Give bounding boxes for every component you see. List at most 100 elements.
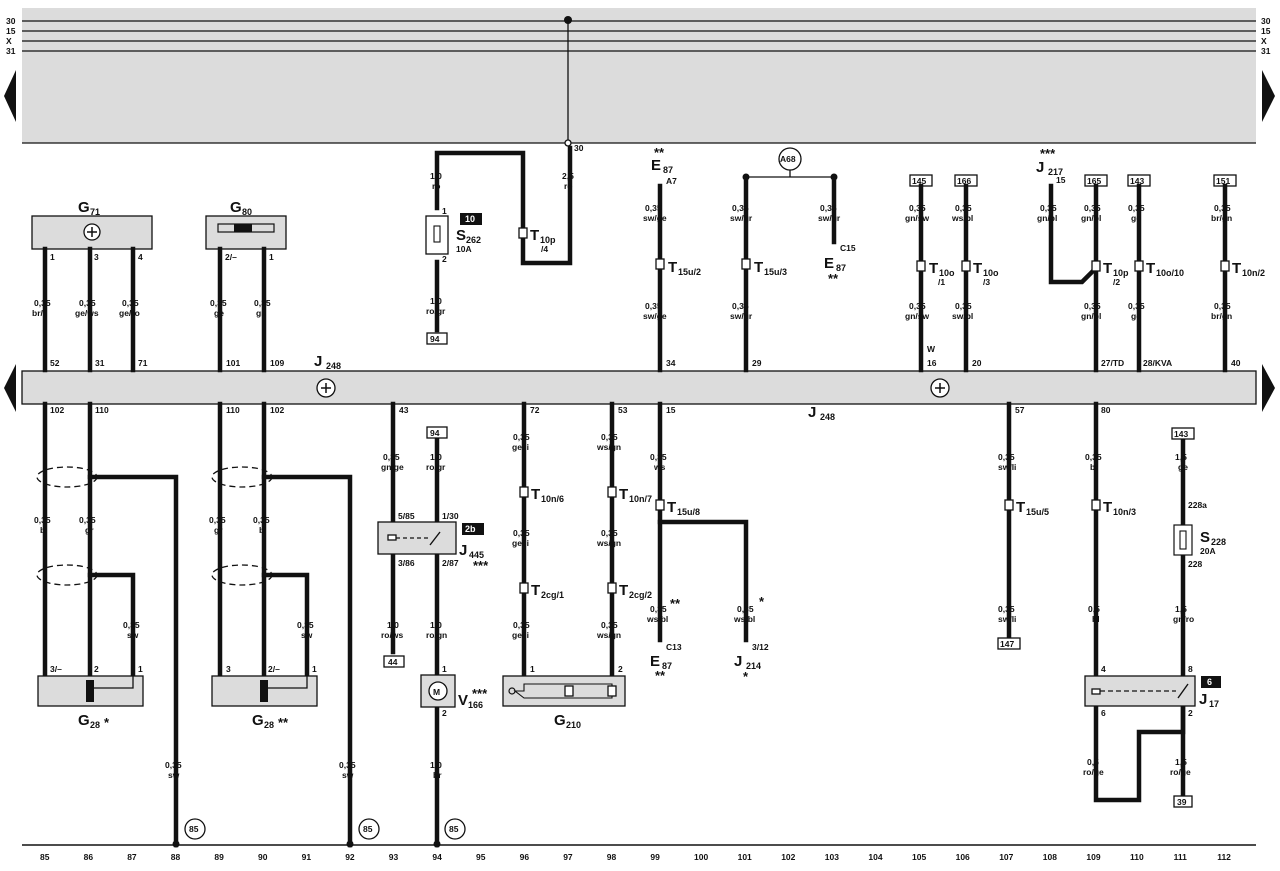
- svg-text:3/86: 3/86: [398, 558, 415, 568]
- column-number: 102: [781, 852, 795, 862]
- svg-text:sw: sw: [342, 770, 354, 780]
- svg-text:0,35: 0,35: [1214, 301, 1231, 311]
- svg-text:110: 110: [95, 405, 109, 415]
- svg-text:15: 15: [1056, 175, 1066, 185]
- svg-text:10n/3: 10n/3: [1113, 507, 1136, 517]
- t10n7-label: T: [619, 486, 628, 503]
- svg-text:0,35: 0,35: [34, 298, 51, 308]
- ref-94-bottom: 94: [430, 428, 440, 438]
- column-number: 107: [999, 852, 1013, 862]
- svg-text:ge/ws: ge/ws: [75, 308, 99, 318]
- svg-text:71: 71: [138, 358, 148, 368]
- svg-text:1,5: 1,5: [1175, 604, 1187, 614]
- svg-text:1: 1: [442, 664, 447, 674]
- svg-text:2: 2: [442, 708, 447, 718]
- s228-label: S: [1200, 529, 1210, 546]
- column-number: 91: [302, 852, 312, 862]
- j248-label-top: J: [314, 353, 322, 370]
- svg-text:/2: /2: [1113, 277, 1120, 287]
- svg-text:2/87: 2/87: [442, 558, 459, 568]
- svg-text:ge/li: ge/li: [512, 630, 529, 640]
- t2cg2-label: T: [619, 582, 628, 599]
- svg-text:ro: ro: [432, 181, 441, 191]
- svg-text:85: 85: [189, 824, 199, 834]
- column-number: 96: [520, 852, 530, 862]
- svg-text:ge/li: ge/li: [512, 538, 529, 548]
- ref-143-bottom: 143: [1174, 429, 1188, 439]
- j248-module: [21, 370, 1257, 405]
- svg-text:4: 4: [138, 252, 143, 262]
- svg-text:gn/sw: gn/sw: [905, 311, 929, 321]
- svg-text:87: 87: [662, 661, 672, 671]
- column-number: 110: [1130, 852, 1144, 862]
- svg-text:**: **: [655, 668, 666, 683]
- svg-text:sw/ge: sw/ge: [643, 213, 667, 223]
- svg-text:17: 17: [1209, 699, 1219, 709]
- column-number: 95: [476, 852, 486, 862]
- svg-text:53: 53: [618, 405, 628, 415]
- ground-ref-85: [184, 818, 206, 840]
- svg-text:br/gn: br/gn: [1211, 213, 1232, 223]
- ref-44: 44: [388, 657, 398, 667]
- svg-text:445: 445: [469, 550, 484, 560]
- svg-text:0,35: 0,35: [1084, 203, 1101, 213]
- svg-text:1: 1: [138, 664, 143, 674]
- svg-text:**: **: [828, 271, 839, 286]
- svg-text:15: 15: [666, 405, 676, 415]
- column-number: 109: [1086, 852, 1100, 862]
- svg-text:W: W: [927, 344, 936, 354]
- svg-text:0,35: 0,35: [253, 515, 270, 525]
- svg-text:ws: ws: [653, 462, 666, 472]
- svg-text:ro/gr: ro/gr: [426, 306, 446, 316]
- svg-text:gn/bl: gn/bl: [1081, 311, 1101, 321]
- svg-text:0,35: 0,35: [122, 298, 139, 308]
- svg-text:gr: gr: [85, 525, 94, 535]
- rail-label-x-right: X: [1261, 36, 1267, 46]
- svg-text:2cg/1: 2cg/1: [541, 590, 564, 600]
- svg-text:10o: 10o: [983, 268, 999, 278]
- svg-text:ge: ge: [1131, 311, 1141, 321]
- column-number: 108: [1043, 852, 1057, 862]
- svg-text:1: 1: [442, 206, 447, 216]
- column-number: 99: [650, 852, 660, 862]
- t10o10-label: T: [1146, 260, 1155, 277]
- scroll-left-arrow-top[interactable]: [4, 70, 16, 122]
- svg-text:1: 1: [312, 664, 317, 674]
- svg-text:bl: bl: [1090, 462, 1098, 472]
- svg-text:M: M: [433, 687, 440, 697]
- column-number: 94: [432, 852, 442, 862]
- svg-text:15u/2: 15u/2: [678, 267, 701, 277]
- svg-text:102: 102: [270, 405, 284, 415]
- svg-text:br: br: [433, 770, 442, 780]
- column-number: 105: [912, 852, 926, 862]
- ref-166: 166: [957, 176, 971, 186]
- svg-text:0,35: 0,35: [339, 760, 356, 770]
- svg-text:1,5: 1,5: [1175, 452, 1187, 462]
- svg-text:**: **: [670, 596, 681, 611]
- scroll-left-arrow-mid[interactable]: [4, 364, 16, 412]
- scroll-right-arrow-mid[interactable]: [1262, 364, 1275, 412]
- ref-143-top: 143: [1130, 176, 1144, 186]
- ref-165: 165: [1087, 176, 1101, 186]
- svg-text:2: 2: [94, 664, 99, 674]
- svg-text:102: 102: [50, 405, 64, 415]
- rail-label-x-left: X: [6, 36, 12, 46]
- a68-splice: [778, 147, 802, 171]
- t10p2-label: T: [1103, 260, 1112, 277]
- svg-text:sw/gr: sw/gr: [818, 213, 841, 223]
- svg-text:40: 40: [1231, 358, 1241, 368]
- svg-text:1/30: 1/30: [442, 511, 459, 521]
- svg-text:210: 210: [566, 720, 581, 730]
- svg-text:110: 110: [226, 405, 240, 415]
- ground-ref-85: [358, 818, 380, 840]
- svg-text:214: 214: [746, 661, 761, 671]
- svg-text:sw/gr: sw/gr: [730, 213, 753, 223]
- ref-147: 147: [1000, 639, 1014, 649]
- svg-text:gn: gn: [256, 308, 266, 318]
- svg-text:ws/gn: ws/gn: [596, 442, 621, 452]
- scroll-right-arrow-top[interactable]: [1262, 70, 1275, 122]
- v166-label: V: [458, 692, 468, 709]
- svg-text:0,5: 0,5: [1087, 757, 1099, 767]
- g80-label: G: [230, 199, 242, 216]
- motor-icon: [428, 681, 448, 701]
